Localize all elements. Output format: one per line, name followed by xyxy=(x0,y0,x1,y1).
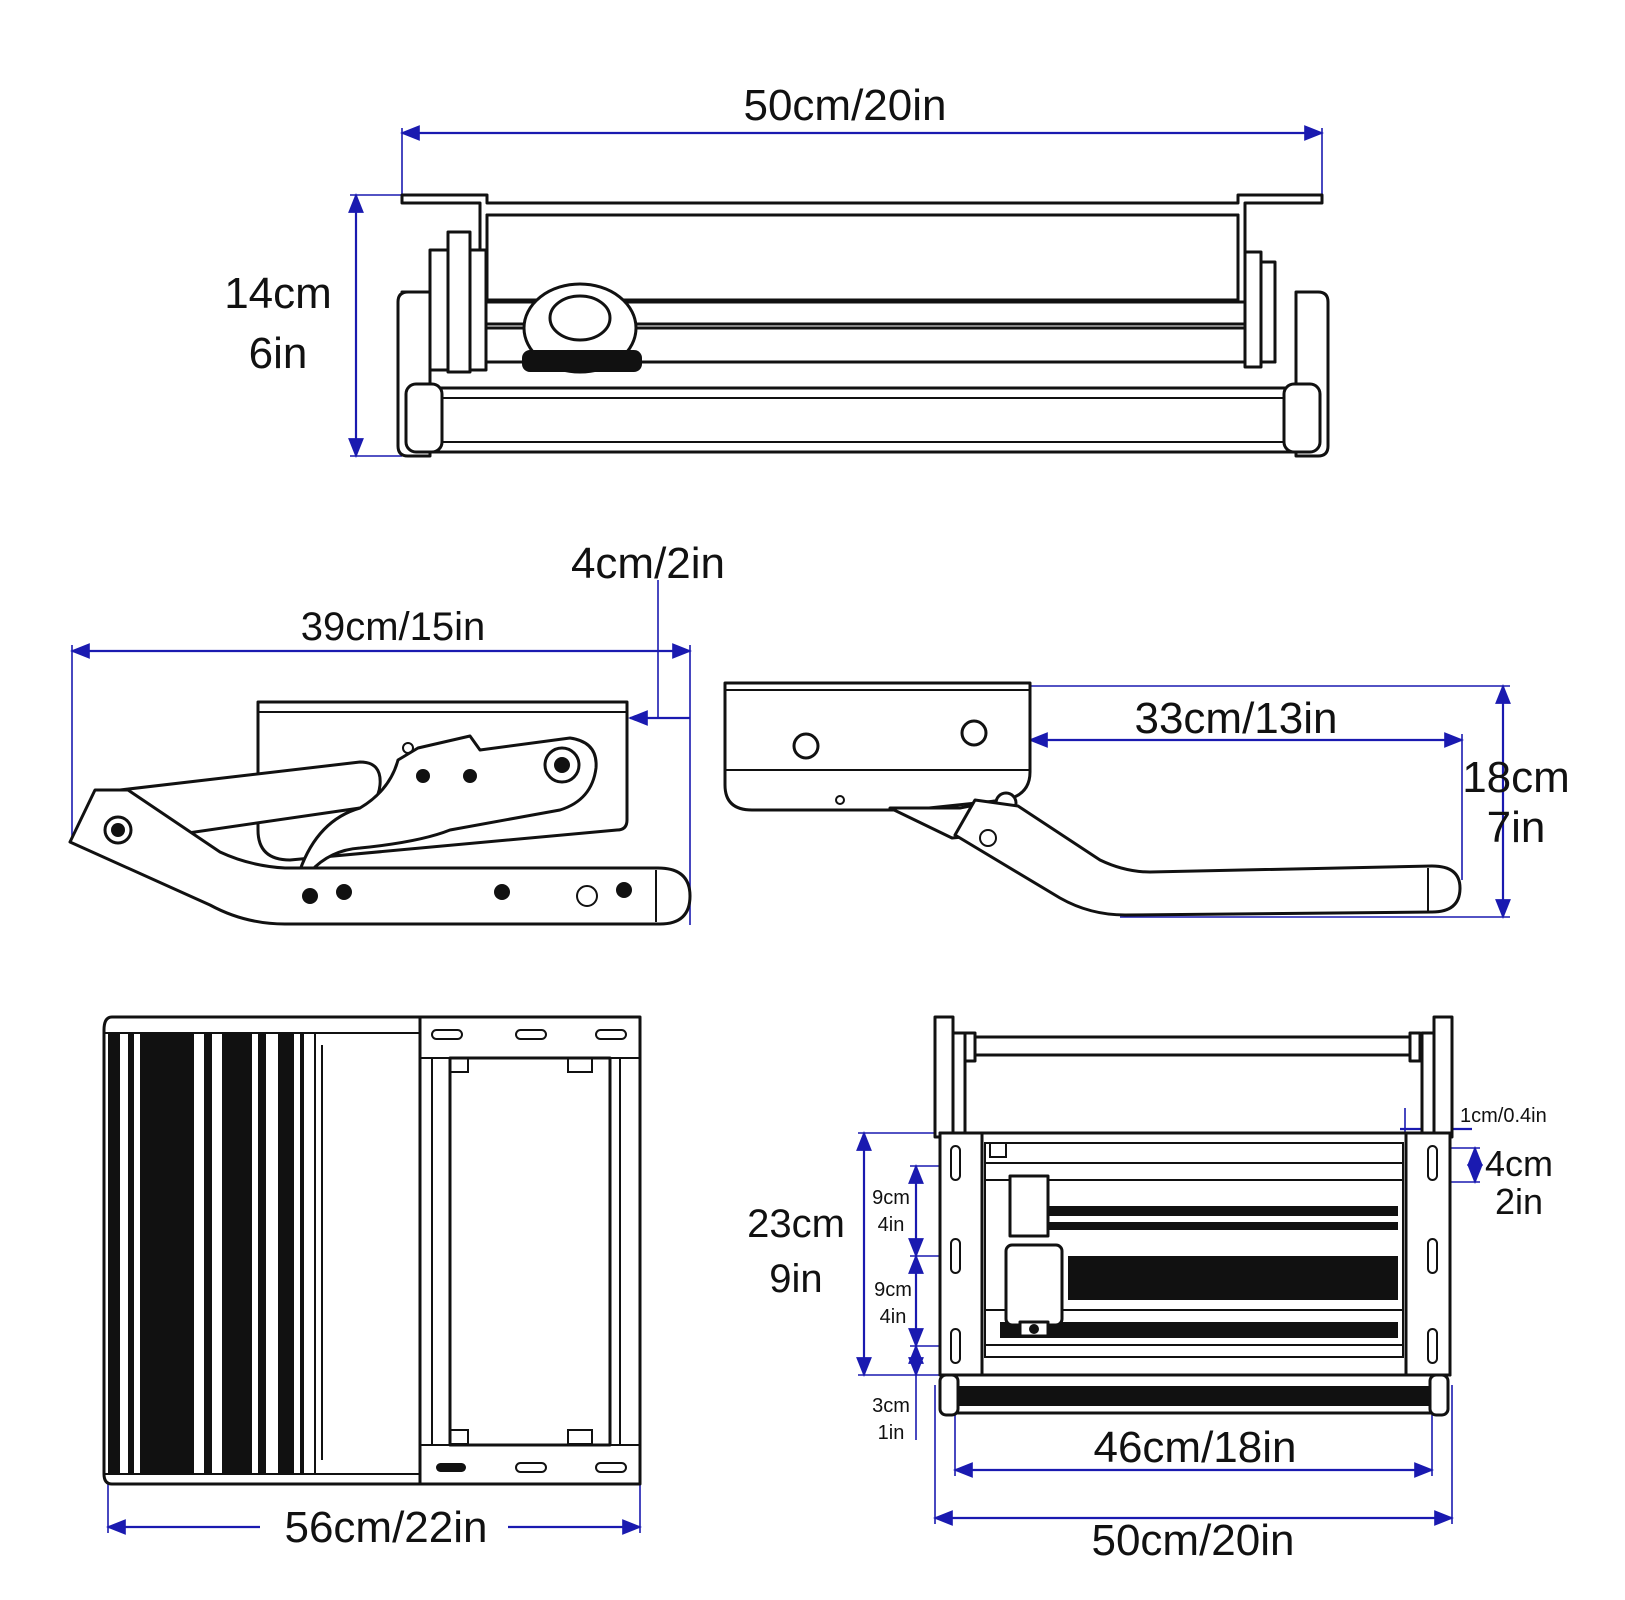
top-height-label-cm: 14cm xyxy=(224,269,332,318)
side-right-height-label-cm: 18cm xyxy=(1462,753,1570,802)
bottom-left-frame-opening xyxy=(448,1056,612,1447)
top-right-gear xyxy=(1243,250,1263,369)
bottom-right-left-post xyxy=(933,1015,955,1139)
side-left-offset-label: 4cm/2in xyxy=(571,539,725,588)
bottom-right-hole-spacing-1-in: 4in xyxy=(878,1214,905,1236)
bottom-right-tread xyxy=(1068,1256,1398,1300)
bottom-right-slot-length-cm: 4cm xyxy=(1485,1143,1553,1184)
side-left-length-label: 39cm/15in xyxy=(301,605,486,649)
side-view-left: 39cm/15in 4cm/2in xyxy=(68,539,725,926)
bottom-right-axle xyxy=(968,1035,1420,1057)
side-right-step-arm xyxy=(953,798,1462,917)
top-width-label: 50cm/20in xyxy=(743,81,946,130)
side-right-height-label-in: 7in xyxy=(1487,803,1546,852)
side-right-extension-label: 33cm/13in xyxy=(1134,694,1337,743)
bottom-right-hole-spacing-1-cm: 9cm xyxy=(872,1187,910,1209)
top-height-label-in: 6in xyxy=(249,329,308,378)
bottom-left-mounting-slot xyxy=(431,1029,463,1040)
bottom-right-slot-length-in: 2in xyxy=(1495,1181,1543,1222)
bottom-left-tread-strip xyxy=(140,1033,194,1474)
side-view-right: 33cm/13in 18cm 7in xyxy=(723,681,1570,919)
side-left-step-arm xyxy=(68,788,692,926)
side-left-linkage xyxy=(298,734,598,874)
top-left-gear xyxy=(428,248,450,372)
bottom-right-mounting-slot xyxy=(950,1145,961,1181)
bottom-right-hole-spacing-2-cm: 9cm xyxy=(874,1279,912,1301)
bottom-right-step-width-label: 46cm/18in xyxy=(1093,1423,1296,1472)
bottom-right-overall-width-label: 50cm/20in xyxy=(1091,1516,1294,1565)
bottom-right-edge-offset-cm: 3cm xyxy=(872,1395,910,1417)
side-right-housing xyxy=(723,681,1032,812)
top-frame-housing xyxy=(485,213,1240,302)
bottom-right-motor xyxy=(1004,1243,1064,1327)
bottom-right-motor-mount xyxy=(1008,1174,1050,1238)
bottom-right-mount-height-in: 9in xyxy=(769,1257,822,1301)
top-view: 50cm/20in 14cm 6in xyxy=(224,81,1330,458)
bottom-right-hole-spacing-2-in: 4in xyxy=(880,1306,907,1328)
side-right-bolt-hole xyxy=(792,732,820,760)
bottom-right-mount-height-cm: 23cm xyxy=(747,1202,845,1246)
bottom-right-right-post xyxy=(1432,1015,1454,1139)
bottom-right-edge-offset-in: 1in xyxy=(878,1422,905,1444)
bottom-right-view: 50cm/20in 46cm/18in 23cm 9in 9cm 4in 9cm… xyxy=(747,1015,1553,1565)
bottom-left-length-label: 56cm/22in xyxy=(284,1503,487,1552)
bottom-left-view: 56cm/22in xyxy=(102,1015,642,1552)
bottom-right-slot-offset-label: 1cm/0.4in xyxy=(1460,1105,1547,1127)
